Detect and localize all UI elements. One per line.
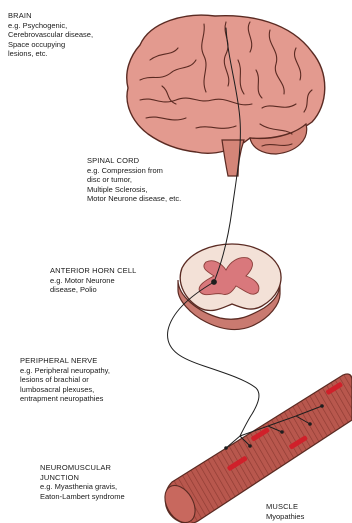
label-peripheral-nerve-line: entrapment neuropathies [20, 394, 110, 404]
label-peripheral-nerve-line: e.g. Peripheral neuropathy, [20, 366, 110, 376]
label-anterior-horn-cell-heading: ANTERIOR HORN CELL [50, 266, 136, 276]
label-neuromuscular-junction-line: e.g. Myasthenia gravis, [40, 482, 125, 492]
label-muscle-line: Myopathies [266, 512, 304, 522]
label-neuromuscular-junction-heading: NEUROMUSCULAR [40, 463, 125, 473]
label-muscle: MUSCLE Myopathies [266, 502, 304, 521]
label-brain-line: Cerebrovascular disease, [8, 30, 93, 40]
label-brain: BRAIN e.g. Psychogenic, Cerebrovascular … [8, 11, 93, 59]
muscle-illustration [159, 374, 352, 523]
label-anterior-horn-cell-line: disease, Polio [50, 285, 136, 295]
anterior-horn-cell-body [212, 280, 217, 285]
label-muscle-heading: MUSCLE [266, 502, 304, 512]
label-peripheral-nerve-heading: PERIPHERAL NERVE [20, 356, 110, 366]
label-neuromuscular-junction-heading2: JUNCTION [40, 473, 125, 483]
brain-stem [222, 140, 244, 176]
label-peripheral-nerve-line: lumbosacral plexuses, [20, 385, 110, 395]
label-spinal-cord-heading: SPINAL CORD [87, 156, 181, 166]
label-neuromuscular-junction: NEUROMUSCULAR JUNCTION e.g. Myasthenia g… [40, 463, 125, 501]
label-brain-heading: BRAIN [8, 11, 93, 21]
label-spinal-cord-line: Multiple Sclerosis, [87, 185, 181, 195]
label-peripheral-nerve: PERIPHERAL NERVE e.g. Peripheral neuropa… [20, 356, 110, 404]
label-brain-line: lesions, etc. [8, 49, 93, 59]
label-spinal-cord-line: disc or tumor, [87, 175, 181, 185]
spinal-cord-section [178, 244, 281, 329]
label-anterior-horn-cell: ANTERIOR HORN CELL e.g. Motor Neurone di… [50, 266, 136, 295]
label-brain-line: e.g. Psychogenic, [8, 21, 93, 31]
brain-illustration [127, 15, 325, 176]
label-neuromuscular-junction-line: Eaton-Lambert syndrome [40, 492, 125, 502]
label-brain-line: Space occupying [8, 40, 93, 50]
label-peripheral-nerve-line: lesions of brachial or [20, 375, 110, 385]
label-spinal-cord: SPINAL CORD e.g. Compression from disc o… [87, 156, 181, 204]
label-spinal-cord-line: e.g. Compression from [87, 166, 181, 176]
label-anterior-horn-cell-line: e.g. Motor Neurone [50, 276, 136, 286]
label-spinal-cord-line: Motor Neurone disease, etc. [87, 194, 181, 204]
